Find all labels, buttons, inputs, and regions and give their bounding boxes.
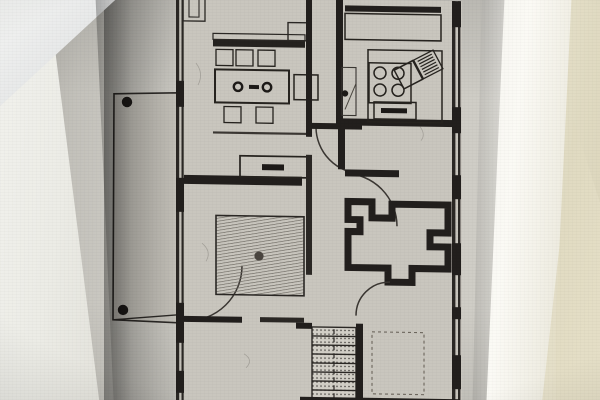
hall-spine-wall	[306, 0, 312, 137]
right-exterior-wall	[452, 0, 461, 400]
kitchen	[336, 0, 456, 128]
staircase	[296, 322, 460, 400]
column-icon	[121, 96, 133, 108]
kitchen-partition-wall	[336, 0, 343, 126]
sideboard	[213, 39, 305, 48]
stair-wall	[356, 323, 363, 400]
kitchen-tall-unit	[341, 66, 357, 117]
kitchen-counter-run	[367, 49, 443, 124]
terrace-balcony	[112, 91, 179, 324]
ceiling-fixture-icon	[254, 251, 264, 261]
kitchen-upper-cabinets	[344, 12, 442, 42]
bathroom-walls	[344, 197, 452, 287]
cabinet-handle-icon	[381, 107, 407, 114]
wardrobe-handle-icon	[262, 164, 284, 171]
furniture-outline	[371, 331, 425, 396]
column-icon	[117, 304, 129, 316]
dining-table	[214, 68, 290, 105]
kitchen-base-cabinet	[373, 101, 417, 121]
cooktop-icon	[368, 62, 412, 105]
bedroom	[215, 214, 305, 323]
entry-hall	[184, 0, 399, 323]
print-artifacts	[195, 62, 424, 369]
left-exterior-wall	[176, 0, 184, 400]
door-swing-arc	[355, 281, 391, 316]
floor-area	[176, 0, 462, 400]
living-dining-room	[182, 0, 319, 136]
bathroom	[344, 197, 452, 316]
